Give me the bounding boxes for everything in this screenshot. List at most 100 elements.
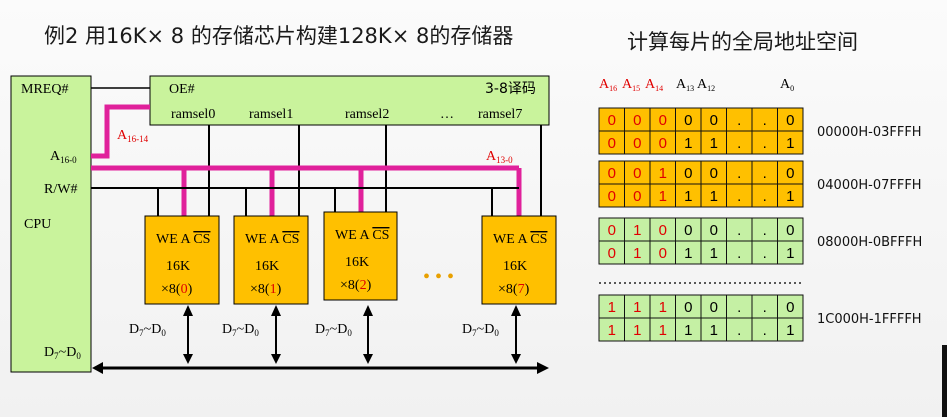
chip-data-label: D7~D0 xyxy=(315,322,352,338)
bit-value: . xyxy=(763,165,767,182)
bit-value: 0 xyxy=(659,222,667,239)
cpu-label: CPU xyxy=(24,217,51,232)
bit-value: 0 xyxy=(786,112,794,129)
bit-value: 1 xyxy=(659,188,667,205)
cpu-block xyxy=(10,75,92,373)
bit-value: . xyxy=(737,245,741,262)
ramsel-7: ramsel7 xyxy=(478,107,522,122)
bit-value: 0 xyxy=(786,222,794,239)
bit-value: 0 xyxy=(659,135,667,152)
chip-pins: WE A CS xyxy=(493,232,547,247)
rw-label: R/W# xyxy=(44,182,77,197)
ramsel-ellipsis: … xyxy=(440,107,454,122)
bit-value: 1 xyxy=(633,222,641,239)
bit-value: 0 xyxy=(710,299,718,316)
chip-data-label: D7~D0 xyxy=(462,322,499,338)
bit-value: . xyxy=(737,112,741,129)
bit-value: 0 xyxy=(633,188,641,205)
ramsel-0: ramsel0 xyxy=(171,107,215,122)
bit-value: 1 xyxy=(786,322,794,339)
bit-header: A16 A15 A14 A13 A12 A0 xyxy=(599,77,794,93)
address-range: 00000H-03FFFH xyxy=(817,125,922,140)
bit-value: 0 xyxy=(633,112,641,129)
table-title: 计算每片的全局地址空间 xyxy=(627,30,858,54)
bit-value: 1 xyxy=(684,135,692,152)
chip-pins: WE A CS xyxy=(245,232,299,247)
chip-data-label: D7~D0 xyxy=(222,322,259,338)
chip-size: 16K xyxy=(166,259,190,274)
window-edge xyxy=(942,345,947,417)
bit-value: 0 xyxy=(608,112,616,129)
address-range: 08000H-0BFFFH xyxy=(817,235,922,250)
cpu-data-label: D7~D0 xyxy=(44,345,81,361)
bit-value: . xyxy=(763,222,767,239)
bit-value: 0 xyxy=(710,112,718,129)
address-range: 1C000H-1FFFFH xyxy=(817,312,922,327)
header-a14: A14 xyxy=(645,77,663,93)
bit-value: 1 xyxy=(633,322,641,339)
bit-cell xyxy=(777,183,804,208)
slide-title: 例2 用16K× 8 的存储芯片构建128K× 8的存储器 xyxy=(44,24,514,48)
chip-size: 16K xyxy=(503,259,527,274)
bit-value: . xyxy=(763,135,767,152)
ramsel-1: ramsel1 xyxy=(249,107,293,122)
chip-width: ×8(2) xyxy=(340,278,372,293)
bit-value: 1 xyxy=(786,135,794,152)
header-a13: A13 xyxy=(676,77,694,93)
ramsel-2: ramsel2 xyxy=(345,107,389,122)
bit-value: 0 xyxy=(786,299,794,316)
bit-cell xyxy=(777,130,804,155)
bit-value: 1 xyxy=(684,322,692,339)
memory-chip: WE A CS 16K ×8(0) xyxy=(144,215,220,305)
bit-value: 1 xyxy=(608,322,616,339)
bit-value: . xyxy=(763,188,767,205)
address-range: 04000H-07FFFH xyxy=(817,178,922,193)
bit-value: 1 xyxy=(659,322,667,339)
memory-chip: WE A CS 16K ×8(1) xyxy=(233,215,309,305)
header-a0: A0 xyxy=(780,77,794,93)
bit-value: . xyxy=(737,165,741,182)
bit-value: . xyxy=(763,112,767,129)
bus-a-high-label: A16-14 xyxy=(117,128,149,144)
bit-value: 0 xyxy=(633,165,641,182)
header-a12: A12 xyxy=(697,77,715,93)
bit-value: . xyxy=(763,299,767,316)
bit-cell xyxy=(777,240,804,265)
bit-value: 0 xyxy=(684,222,692,239)
bit-value: . xyxy=(763,322,767,339)
mreq-label: MREQ# xyxy=(21,82,68,97)
chips-ellipsis: • • • xyxy=(423,266,454,288)
bit-value: 0 xyxy=(684,165,692,182)
bit-value: 1 xyxy=(633,245,641,262)
bit-cell xyxy=(777,317,804,342)
bit-value: 0 xyxy=(659,245,667,262)
memory-chip: WE A CS 16K ×8(2) xyxy=(323,211,398,301)
chip-data-label: D7~D0 xyxy=(129,322,166,338)
bit-value: . xyxy=(737,135,741,152)
bit-value: 0 xyxy=(659,112,667,129)
address-label: A16-0 xyxy=(50,149,77,165)
bit-value: . xyxy=(737,322,741,339)
bit-value: 1 xyxy=(684,245,692,262)
bit-value: 0 xyxy=(633,135,641,152)
bit-value: . xyxy=(737,222,741,239)
bit-value: 1 xyxy=(659,299,667,316)
bit-value: 1 xyxy=(684,188,692,205)
bit-value: . xyxy=(737,299,741,316)
bit-value: 1 xyxy=(659,165,667,182)
decoder-block xyxy=(149,75,550,126)
bit-value: 1 xyxy=(710,322,718,339)
bit-value: 1 xyxy=(608,299,616,316)
header-a15: A15 xyxy=(622,77,640,93)
decoder-title: 3-8译码 xyxy=(485,81,536,97)
bit-value: 0 xyxy=(786,165,794,182)
bit-value: 0 xyxy=(608,135,616,152)
bus-a-low-label: A13-0 xyxy=(486,149,513,165)
bit-value: 0 xyxy=(684,112,692,129)
bit-value: 0 xyxy=(608,245,616,262)
bit-value: . xyxy=(737,188,741,205)
bit-value: 0 xyxy=(710,222,718,239)
chip-size: 16K xyxy=(345,255,369,270)
